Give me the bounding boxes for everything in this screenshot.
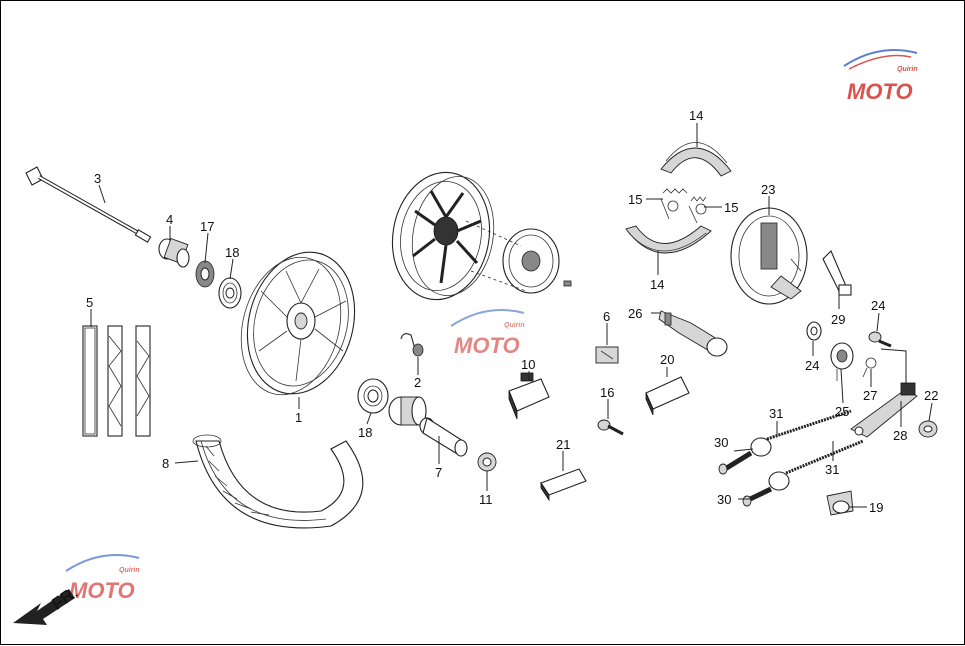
callout-14-lower: 14 bbox=[650, 277, 664, 292]
callout-19: 19 bbox=[869, 500, 883, 515]
part-brake-springs bbox=[660, 188, 707, 224]
part-pad-20 bbox=[645, 376, 690, 416]
callout-26: 26 bbox=[628, 306, 642, 321]
callout-15-left: 15 bbox=[628, 192, 642, 207]
callout-2: 2 bbox=[414, 375, 421, 390]
callout-18-lower: 18 bbox=[358, 425, 372, 440]
callout-22: 22 bbox=[924, 388, 938, 403]
part-axle-nut bbox=[477, 452, 497, 472]
part-pin-19 bbox=[826, 490, 854, 516]
callout-6: 6 bbox=[603, 309, 610, 324]
callout-11: 11 bbox=[479, 492, 493, 507]
watermark-logo-top: MOTO Quirin bbox=[843, 49, 918, 104]
part-bearing-top bbox=[218, 277, 242, 309]
svg-text:MOTO: MOTO bbox=[69, 578, 135, 603]
part-pad-10 bbox=[508, 372, 550, 420]
part-axle bbox=[25, 166, 152, 243]
callout-24-right: 24 bbox=[871, 298, 885, 313]
callout-23: 23 bbox=[761, 182, 775, 197]
callout-31-upper: 31 bbox=[769, 406, 783, 421]
watermark-logo-bottom: MOTO Quirin bbox=[65, 554, 140, 603]
callout-30-upper: 30 bbox=[714, 435, 728, 450]
part-wheel-assembly bbox=[391, 171, 572, 301]
svg-text:Quirin: Quirin bbox=[119, 567, 140, 574]
callout-3: 3 bbox=[94, 171, 101, 186]
watermark-logo-middle: MOTO Quirin bbox=[450, 309, 525, 358]
callout-16: 16 bbox=[600, 385, 614, 400]
callout-21: 21 bbox=[556, 437, 570, 452]
callout-25: 25 bbox=[835, 404, 849, 419]
part-distance-collar bbox=[419, 417, 468, 457]
svg-text:Quirin: Quirin bbox=[504, 322, 525, 329]
part-pad-21 bbox=[540, 468, 587, 502]
part-bolt-24 bbox=[868, 331, 892, 348]
part-brake-panel bbox=[730, 207, 808, 305]
svg-text:Quirin: Quirin bbox=[897, 66, 918, 73]
part-hub-spacer bbox=[388, 396, 427, 426]
part-washer-24 bbox=[806, 321, 822, 341]
part-collar bbox=[158, 237, 190, 268]
part-screw bbox=[597, 419, 624, 436]
part-nut-22 bbox=[918, 420, 938, 438]
svg-text:MOTO: MOTO bbox=[454, 333, 520, 358]
part-tire bbox=[192, 434, 364, 529]
callout-28: 28 bbox=[893, 428, 907, 443]
part-adjust-rod-upper bbox=[718, 409, 852, 475]
callout-14-upper: 14 bbox=[689, 108, 703, 123]
callout-8: 8 bbox=[162, 456, 169, 471]
part-brake-shoe-lower bbox=[625, 225, 712, 254]
callout-4: 4 bbox=[166, 212, 173, 227]
callout-24-left: 24 bbox=[805, 358, 819, 373]
part-spring-27 bbox=[862, 357, 877, 378]
callout-20: 20 bbox=[660, 352, 674, 367]
callout-30-lower: 30 bbox=[717, 492, 731, 507]
callout-5: 5 bbox=[86, 295, 93, 310]
leader-lines bbox=[90, 123, 933, 508]
part-rim-strips bbox=[82, 325, 151, 437]
callout-17: 17 bbox=[200, 219, 214, 234]
callout-27: 27 bbox=[863, 388, 877, 403]
part-bearing-lower bbox=[357, 378, 389, 414]
callout-15-right: 15 bbox=[724, 200, 738, 215]
callout-29: 29 bbox=[831, 312, 845, 327]
callout-labels: 3 4 17 18 5 1 2 18 7 8 10 11 14 14 15 15… bbox=[86, 108, 938, 515]
front-direction-arrow: FR. bbox=[13, 582, 82, 625]
part-oil-seal bbox=[195, 260, 215, 288]
part-clamp bbox=[595, 346, 619, 364]
part-front-rim bbox=[240, 251, 356, 396]
callout-18-top: 18 bbox=[225, 245, 239, 260]
callout-1: 1 bbox=[295, 410, 302, 425]
part-brake-clip bbox=[822, 250, 852, 296]
part-cable-joint bbox=[658, 310, 728, 357]
callout-10: 10 bbox=[521, 357, 535, 372]
part-valve bbox=[400, 333, 424, 357]
callout-31-lower: 31 bbox=[825, 462, 839, 477]
part-brake-shoe-upper bbox=[660, 142, 732, 177]
part-indicator-25 bbox=[830, 342, 854, 381]
svg-text:MOTO: MOTO bbox=[847, 79, 913, 104]
callout-7: 7 bbox=[435, 465, 442, 480]
